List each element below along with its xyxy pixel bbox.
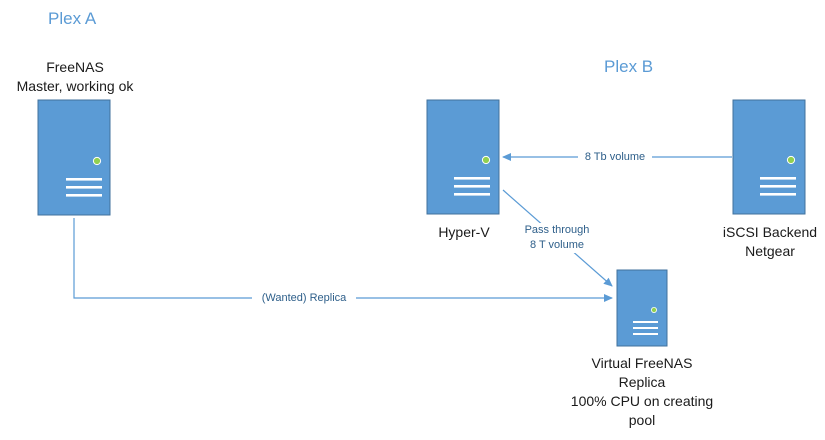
edge-label-line: (Wanted) Replica (261, 292, 347, 304)
server-iscsi-backend-icon (732, 99, 806, 215)
node-label-freenas-master: FreeNAS Master, working ok (0, 58, 150, 96)
node-label-line: Virtual FreeNAS (591, 355, 693, 371)
group-label-plex-a: Plex A (48, 9, 97, 28)
connector-master-to-virtual (73, 218, 613, 302)
node-label-line: iSCSI Backend (722, 224, 818, 240)
edge-label-hyperv-to-virtual: Pass through 8 T volume (518, 223, 596, 253)
node-label-line: Master, working ok (16, 78, 134, 94)
server-freenas-master-icon (37, 99, 111, 216)
node-label-hyper-v: Hyper-V (414, 223, 514, 242)
node-label-line: Replica (618, 374, 666, 390)
node-label-line: pool (628, 412, 656, 428)
server-virtual-freenas-icon (616, 269, 668, 347)
edge-label-iscsi-to-hyperv: 8 Tb volume (578, 150, 652, 165)
node-label-line: FreeNAS (46, 59, 104, 75)
edge-label-line: Pass through (524, 224, 590, 236)
node-label-line: 100% CPU on creating (570, 393, 714, 409)
node-label-line: Netgear (745, 243, 795, 259)
edge-label-line: 8 T volume (529, 239, 584, 251)
edge-label-master-to-virtual: (Wanted) Replica (252, 291, 356, 306)
node-label-iscsi-backend: iSCSI Backend Netgear (712, 223, 825, 261)
node-label-line: Hyper-V (438, 224, 490, 240)
node-label-virtual-freenas: Virtual FreeNAS Replica 100% CPU on crea… (560, 354, 724, 430)
group-label-plex-b: Plex B (604, 57, 654, 76)
edge-label-line: 8 Tb volume (584, 151, 646, 163)
server-hyper-v-icon (426, 99, 500, 215)
